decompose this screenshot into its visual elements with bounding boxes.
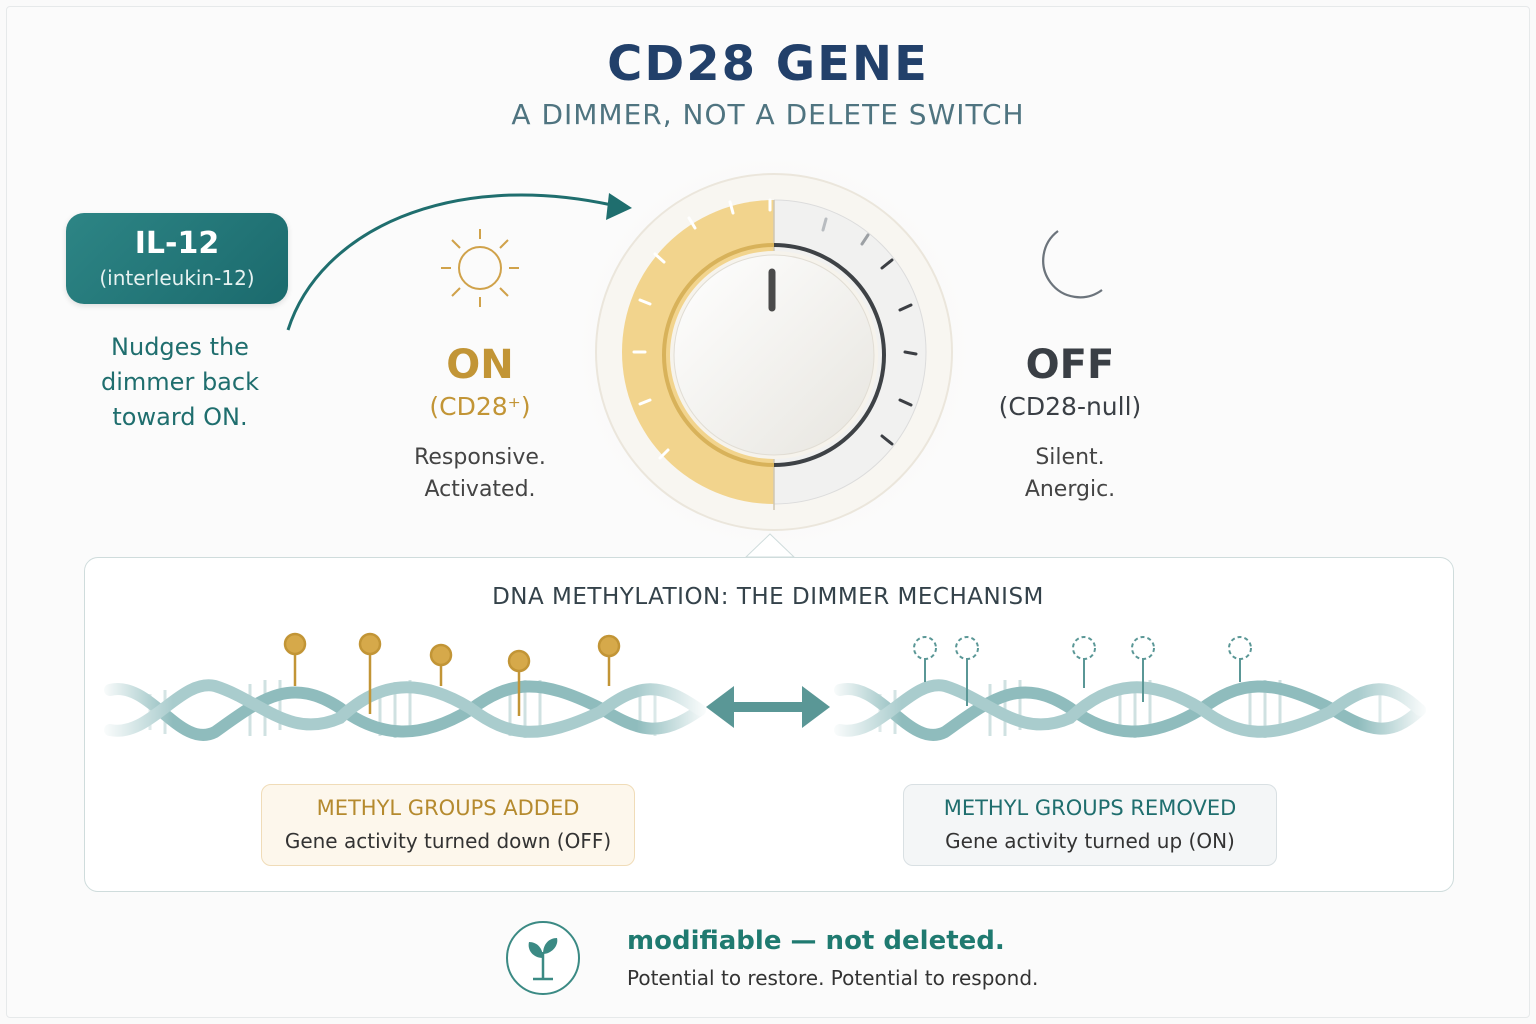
methyl-groups-removed: [913, 636, 1252, 706]
off-desc-line: Anergic.: [1024, 477, 1116, 502]
on-desc-line: Responsive.: [414, 445, 546, 470]
off-desc-line: Silent.: [1035, 445, 1105, 470]
footer-tagline: Potential to restore. Potential to respo…: [627, 966, 1039, 990]
il12-badge: [66, 213, 288, 304]
moon-icon: [1042, 230, 1103, 299]
caption-methyl-added: [261, 784, 635, 866]
caption-methyl-removed-desc: Gene activity turned up (ON): [945, 829, 1235, 853]
il12-title: IL-12: [134, 226, 220, 261]
dna-helix-unmethylated: [830, 660, 1430, 770]
caption-methyl-removed-title: METHYL GROUPS REMOVED: [943, 796, 1237, 820]
off-label: OFF: [1025, 342, 1115, 388]
footer-headline: modifiable — not deleted.: [627, 926, 1005, 956]
caption-methyl-removed: [903, 784, 1277, 866]
il12-note-line: Nudges the: [111, 333, 249, 361]
il12-subtitle: (interleukin-12): [99, 266, 255, 290]
dimmer-dial: [574, 152, 974, 552]
off-subtitle: (CD28-null): [998, 392, 1142, 421]
il12-note: Nudges the dimmer back toward ON.: [80, 330, 280, 435]
caption-methyl-added-desc: Gene activity turned down (OFF): [284, 829, 612, 853]
on-label: ON: [446, 342, 514, 388]
mechanism-title: DNA METHYLATION: THE DIMMER MECHANISM: [492, 584, 1044, 610]
page-subtitle: A DIMMER, NOT A DELETE SWITCH: [511, 98, 1025, 131]
dial-graphics: [286, 152, 1103, 558]
sprout-icon: [506, 921, 580, 995]
double-arrow-icon: [706, 686, 830, 728]
caption-methyl-added-title: METHYL GROUPS ADDED: [316, 796, 580, 820]
il12-note-line: toward ON.: [112, 403, 248, 431]
nudge-arrow-head: [606, 193, 632, 220]
nudge-arrow: [286, 193, 613, 331]
methyl-groups-added: [283, 632, 621, 716]
on-desc-line: Activated.: [424, 477, 536, 502]
off-description: Silent. Anergic.: [970, 442, 1170, 506]
sun-icon: [441, 229, 519, 307]
il12-note-line: dimmer back: [101, 368, 259, 396]
on-description: Responsive. Activated.: [380, 442, 580, 506]
page-title: CD28 GENE: [607, 36, 929, 92]
dna-illustration: [100, 632, 1430, 770]
dna-helix-methylated: [100, 660, 710, 770]
on-subtitle: (CD28⁺): [429, 392, 531, 421]
